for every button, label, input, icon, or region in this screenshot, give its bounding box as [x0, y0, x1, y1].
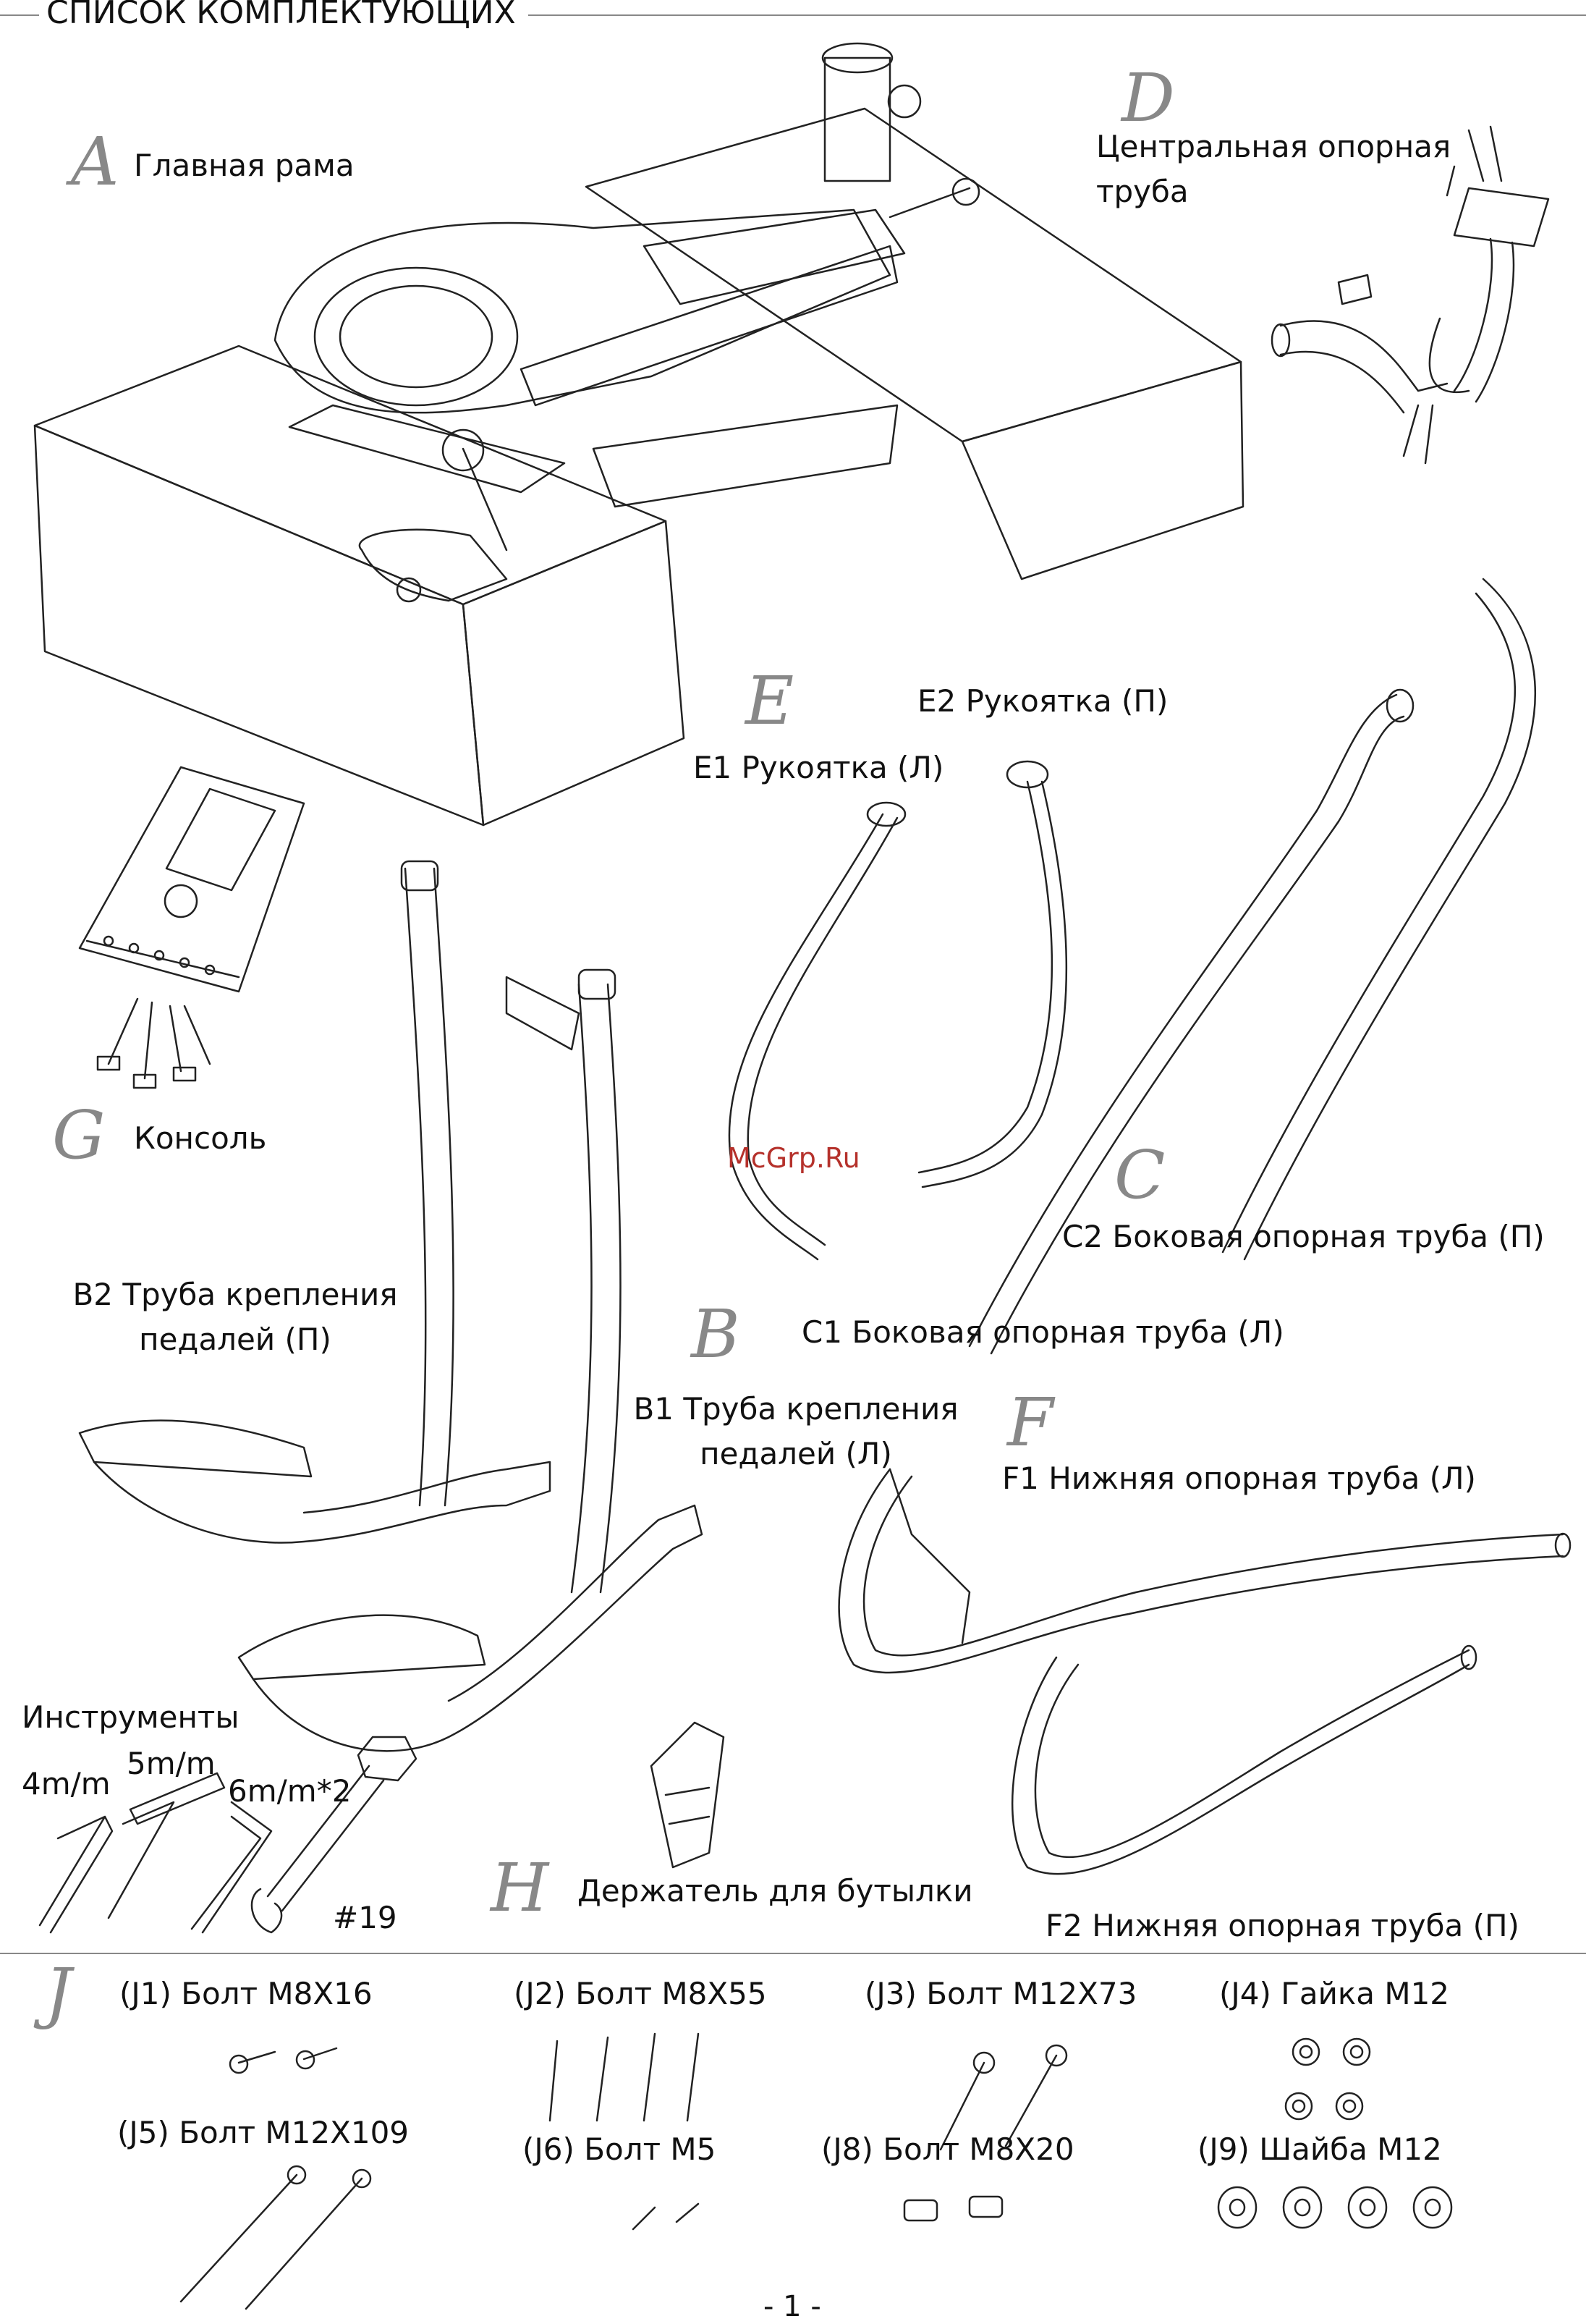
label-tools: Инструменты [22, 1699, 239, 1735]
label-side-tube-c1: C1 Боковая опорная труба (Л) [802, 1314, 1284, 1350]
page-title: СПИСОК КОМПЛЕКТУЮЩИХ [46, 0, 516, 31]
label-console: Консоль [134, 1120, 267, 1156]
label-tool-19: #19 [333, 1900, 397, 1935]
label-side-tube-c2: C2 Боковая опорная труба (П) [1062, 1219, 1545, 1254]
label-tool-5mm: 5m/m [127, 1746, 216, 1781]
page-number: - 1 - [763, 2290, 821, 2323]
hardware-separator [0, 1953, 1586, 1954]
label-bottle-holder: Держатель для бутылки [577, 1873, 973, 1909]
label-tool-4mm: 4m/m [22, 1766, 111, 1801]
watermark-text: McGrp.Ru [727, 1142, 860, 1174]
letter-d: D [1121, 59, 1175, 137]
header-rule-left [0, 14, 39, 16]
label-nut-j4: (J4) Гайка M12 [1219, 1976, 1450, 2011]
main-frame-drawing [275, 43, 979, 601]
handle-drawing [729, 761, 1066, 1259]
label-bolt-j3: (J3) Болт M12X73 [865, 1976, 1137, 2011]
label-bolt-j8: (J8) Болт M8X20 [821, 2131, 1074, 2167]
label-pedal-tube-b1-1: B1 Труба крепления [633, 1391, 959, 1427]
label-bolt-j1: (J1) Болт M8X16 [119, 1976, 373, 2011]
label-pedal-tube-b2-1: B2 Труба крепления [72, 1277, 398, 1312]
letter-j: J [45, 1954, 72, 2032]
label-handle-e1: E1 Рукоятка (Л) [693, 750, 944, 785]
label-lower-tube-f1: F1 Нижняя опорная труба (Л) [1002, 1461, 1476, 1496]
lower-tube-drawing [839, 1469, 1570, 1874]
side-tube-drawing [970, 579, 1535, 1353]
label-handle-e2: E2 Рукоятка (П) [917, 683, 1169, 719]
letter-a: A [71, 123, 119, 200]
letter-g: G [52, 1096, 106, 1174]
label-bolt-j2: (J2) Болт M8X55 [514, 1976, 767, 2011]
letter-e: E [745, 662, 794, 740]
central-tube-drawing [1272, 127, 1548, 463]
label-bolt-j6: (J6) Болт M5 [522, 2131, 716, 2167]
console-drawing [80, 767, 304, 1088]
label-bolt-j5: (J5) Болт M12X109 [117, 2115, 410, 2150]
bottle-holder-drawing [651, 1723, 724, 1867]
header-rule-right [528, 14, 1586, 16]
foam-blocks-drawing [35, 109, 1243, 825]
label-main-frame: Главная рама [134, 148, 355, 183]
label-tool-6mm: 6m/m*2 [228, 1773, 352, 1809]
letter-h: H [491, 1849, 549, 1927]
label-pedal-tube-b2-2: педалей (П) [139, 1322, 331, 1357]
letter-f: F [1007, 1384, 1053, 1461]
letter-b: B [691, 1296, 740, 1373]
label-pedal-tube-b1-2: педалей (Л) [700, 1436, 892, 1471]
label-central-tube-1: Центральная опорная [1096, 129, 1451, 164]
label-lower-tube-f2: F2 Нижняя опорная труба (П) [1046, 1908, 1519, 1943]
pedal-tube-drawing [80, 861, 702, 1751]
hardware-drawing [181, 2034, 1451, 2309]
letter-c: C [1114, 1136, 1166, 1214]
tools-drawing [40, 1737, 416, 1932]
label-washer-j9: (J9) Шайба M12 [1197, 2131, 1442, 2167]
label-central-tube-2: труба [1096, 174, 1189, 209]
